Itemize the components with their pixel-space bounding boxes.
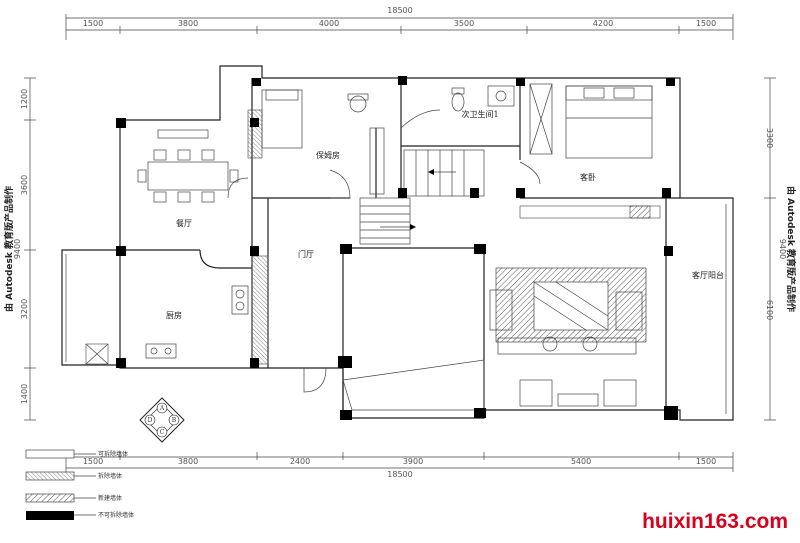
top-dimension-line: 18500 1500 3800 4000 3500 4200 1500 (65, 6, 734, 40)
top-dim-1: 1500 (83, 19, 103, 28)
compass-letter-a: A (159, 405, 165, 412)
legend-swatch-new (25, 493, 75, 503)
right-dim-1: 3300 (765, 128, 774, 148)
compass-letter-d: D (148, 417, 153, 424)
left-total-dim: 9400 (13, 239, 22, 259)
legend-label-new: 新建墙体 (98, 494, 122, 502)
room-label-nanny: 保姆房 (316, 150, 340, 160)
legend: 可拆除墙体 拆除墙体 新建墙体 不可拆除墙体 (25, 449, 134, 520)
bathroom-fixtures (451, 85, 515, 112)
nanny-room-furniture (265, 89, 369, 113)
right-total-dim: 9400 (778, 239, 787, 259)
room-label-foyer: 门厅 (298, 249, 314, 259)
compass: A B C D (139, 397, 185, 443)
left-dimension-line: 1200 3600 3200 1400 9400 由 Autodesk 教育版产… (3, 77, 36, 421)
right-dimension-line: 3300 6100 9400 由 Autodesk 教育版产品制作 (764, 77, 797, 421)
legend-swatch-removable (25, 449, 75, 459)
left-dim-4: 1400 (20, 384, 29, 404)
top-dim-2: 3800 (178, 19, 198, 28)
compass-letter-c: C (160, 429, 165, 436)
bottom-dim-4: 3900 (403, 457, 423, 466)
staircase (359, 149, 485, 245)
structural-columns (116, 76, 678, 420)
room-labels: 保姆房 次卫生间1 客卧 餐厅 门厅 厨房 客厅阳台 (166, 109, 724, 320)
left-dim-2: 3600 (20, 175, 29, 195)
left-dim-3: 3200 (20, 299, 29, 319)
room-label-kitchen: 厨房 (166, 310, 182, 320)
legend-label-fixed: 不可拆除墙体 (98, 511, 134, 519)
top-dim-5: 4200 (593, 19, 613, 28)
legend-swatch-fixed (26, 511, 74, 520)
top-dim-6: 1500 (696, 19, 716, 28)
living-room-furniture (489, 267, 647, 407)
bottom-dimension-line: 1500 3800 2400 3900 5400 1500 18500 (65, 452, 734, 479)
watermark: huixin163.com (642, 510, 788, 533)
right-dim-2: 6100 (765, 300, 774, 320)
top-dim-4: 3500 (454, 19, 474, 28)
bottom-dim-1: 1500 (83, 457, 103, 466)
top-dim-3: 4000 (319, 19, 339, 28)
legend-label-removable: 可拆除墙体 (98, 450, 128, 458)
bottom-dim-3: 2400 (290, 457, 310, 466)
kitchen-fixtures (145, 285, 249, 359)
compass-letter-b: B (172, 417, 177, 424)
room-label-guest: 客卧 (580, 172, 596, 182)
left-dim-1: 1200 (20, 89, 29, 109)
top-total-dim: 18500 (387, 6, 412, 15)
bottom-total-dim: 18500 (387, 470, 412, 479)
bottom-dim-2: 3800 (178, 457, 198, 466)
bottom-dim-5: 5400 (571, 457, 591, 466)
left-side-text: 由 Autodesk 教育版产品制作 (3, 186, 15, 312)
walls (61, 65, 734, 421)
legend-label-demolish: 拆除墙体 (98, 472, 122, 480)
dining-table (137, 129, 239, 203)
room-label-balcony: 客厅阳台 (692, 270, 724, 280)
bottom-dim-6: 1500 (696, 457, 716, 466)
room-label-dining: 餐厅 (176, 219, 192, 228)
right-side-text: 由 Autodesk 教育版产品制作 (785, 186, 797, 312)
guest-bed (565, 85, 653, 159)
legend-swatch-demolish (25, 471, 75, 481)
room-label-bathroom: 次卫生间1 (461, 109, 498, 119)
